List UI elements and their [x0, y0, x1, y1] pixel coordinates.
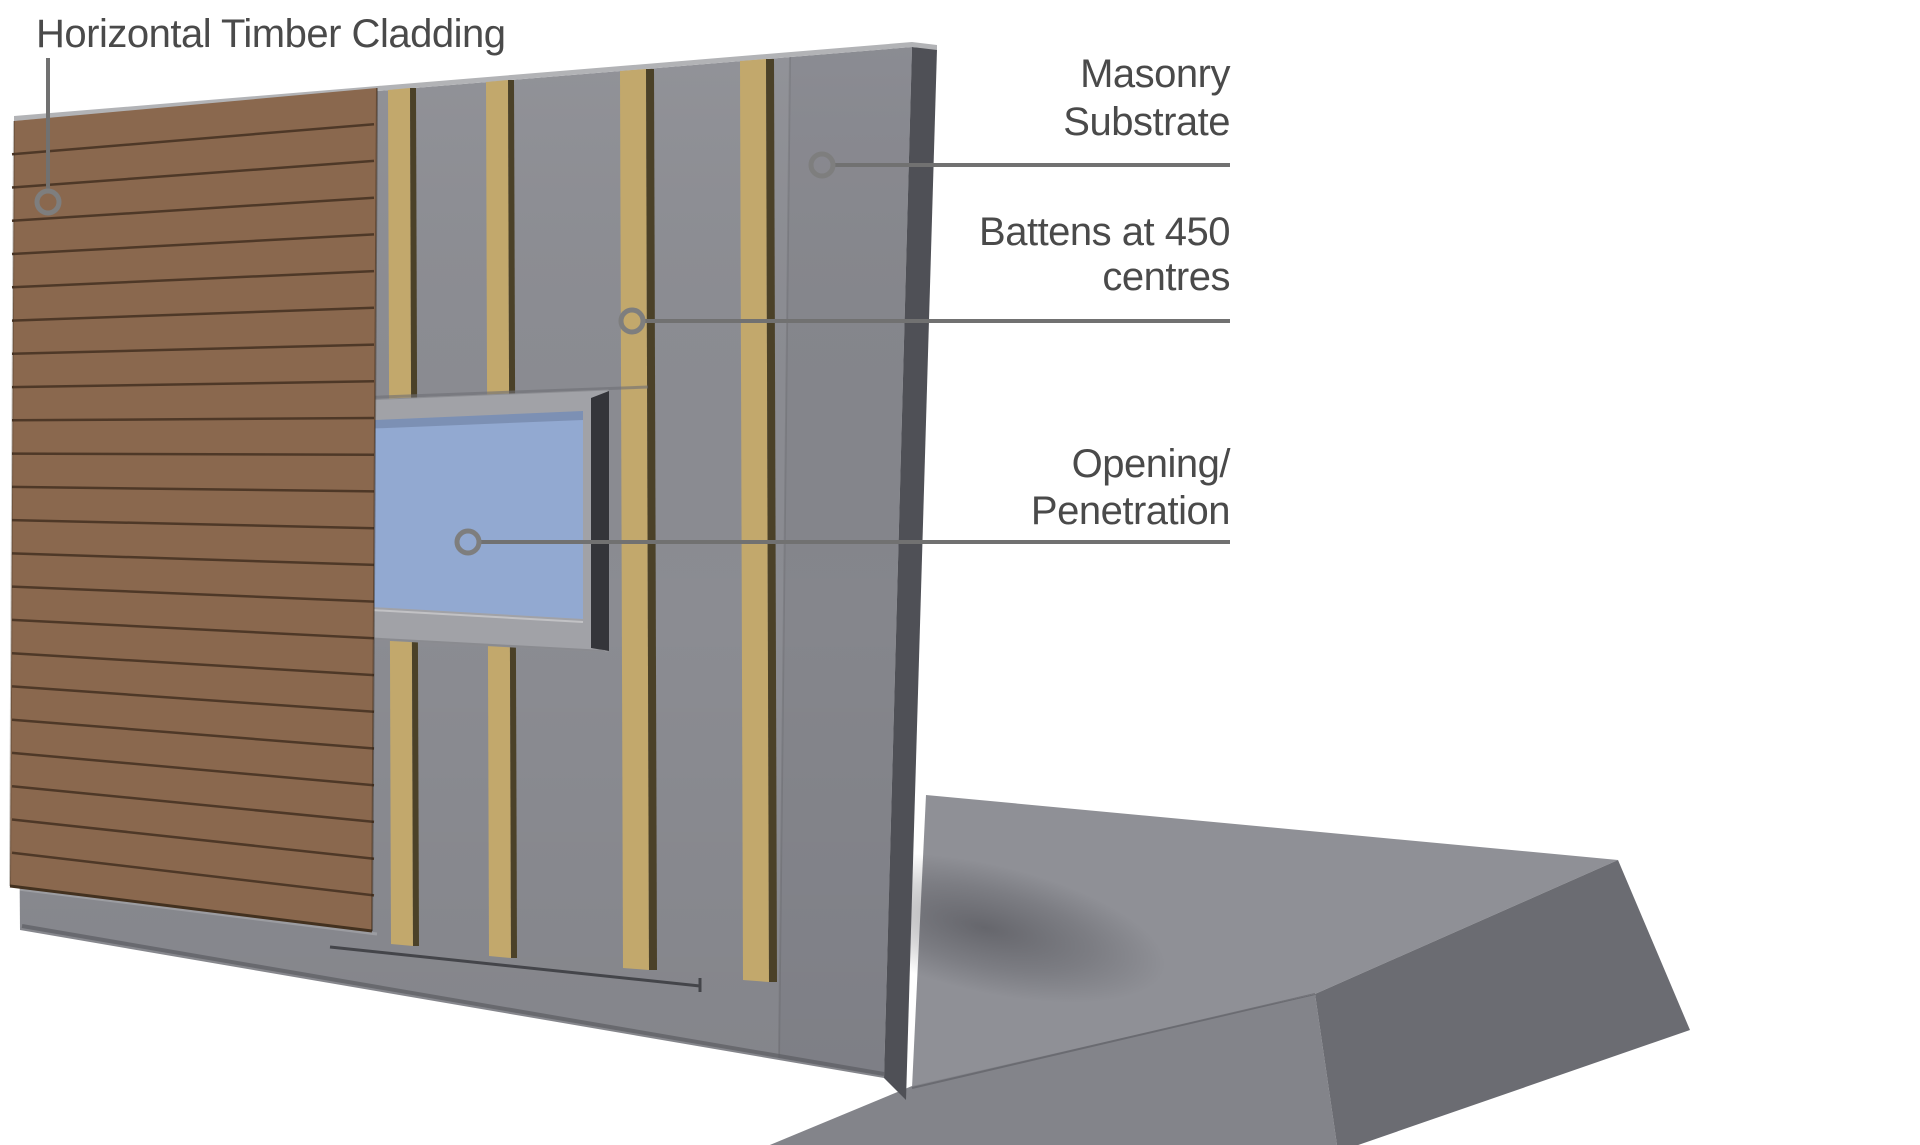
label-battens-line1: Battens at 450 — [979, 210, 1230, 254]
marker-circle-timber — [34, 188, 62, 216]
timber-board-gap-line — [11, 718, 375, 750]
label-masonry-line1: Masonry — [1080, 52, 1230, 96]
label-opening-line1: Opening/ — [1071, 442, 1231, 486]
timber-board-gap-line — [11, 518, 375, 530]
label-battens-line2: centres — [1102, 255, 1230, 299]
batten-4 — [740, 59, 769, 982]
wall-bottom-edge — [21, 924, 885, 1076]
timber-board-gap-line — [11, 585, 375, 603]
timber-left-edge — [9, 120, 15, 887]
leader-lines — [34, 58, 1230, 556]
label-masonry-line2: Substrate — [1063, 100, 1230, 144]
floor-slab-side-face — [1315, 860, 1690, 1145]
timber-right-edge — [371, 87, 378, 932]
timber-board-gap-line — [11, 122, 375, 156]
timber-board-gap-line — [11, 196, 375, 223]
timber-cladding — [9, 87, 378, 933]
timber-board-gap-line — [11, 818, 375, 860]
timber-board-gap-line — [11, 233, 375, 256]
window-right-jamb — [591, 391, 609, 651]
timber-board-gap-line — [11, 651, 375, 677]
plinth-top-edge — [9, 886, 378, 936]
label-opening-penetration: Opening/ Penetration — [830, 441, 1231, 535]
timber-board-gaps — [11, 122, 375, 897]
wall-corner-fold-line — [778, 56, 791, 1059]
timber-board-gap-line — [11, 416, 375, 422]
cladding-starter-bar — [329, 945, 701, 988]
timber-board-gap-line — [11, 452, 375, 456]
timber-bottom-edge — [9, 884, 373, 933]
wall-corner-band — [779, 47, 912, 1076]
timber-board-gap-line — [11, 343, 375, 356]
floor-slab-front-face — [769, 994, 1337, 1145]
timber-board-gap-line — [11, 784, 375, 824]
timber-cladding-face — [10, 88, 377, 931]
floor-slab — [769, 795, 1690, 1145]
batten-3-shadow-edge — [646, 69, 657, 970]
wall-side-face — [884, 47, 937, 1100]
timber-board-gap-line — [11, 851, 375, 897]
timber-board-gap-line — [11, 751, 375, 787]
marker-circle-opening — [454, 528, 482, 556]
marker-circle-masonry — [808, 151, 836, 179]
batten-3 — [620, 69, 649, 970]
label-battens: Battens at 450 centres — [830, 210, 1230, 300]
timber-board-gap-line — [11, 685, 375, 714]
label-timber-cladding: Horizontal Timber Cladding — [36, 10, 506, 58]
timber-board-gap-line — [11, 380, 375, 389]
timber-board-gap-line — [11, 552, 375, 567]
timber-board-gap-line — [11, 159, 375, 189]
timber-board-gap-line — [11, 618, 375, 640]
floor-slab-top-face — [912, 795, 1618, 1088]
timber-board-gap-line — [11, 485, 375, 493]
timber-board-gap-line — [11, 269, 375, 289]
slab-front-edge — [911, 993, 1316, 1089]
timber-board-gap-line — [11, 306, 375, 322]
batten-4-shadow-edge — [766, 59, 777, 982]
label-opening-line2: Penetration — [1030, 489, 1231, 533]
label-timber-cladding-text: Horizontal Timber Cladding — [36, 12, 506, 56]
marker-circle-battens — [618, 307, 646, 335]
label-masonry-substrate: Masonry Substrate — [830, 50, 1230, 146]
